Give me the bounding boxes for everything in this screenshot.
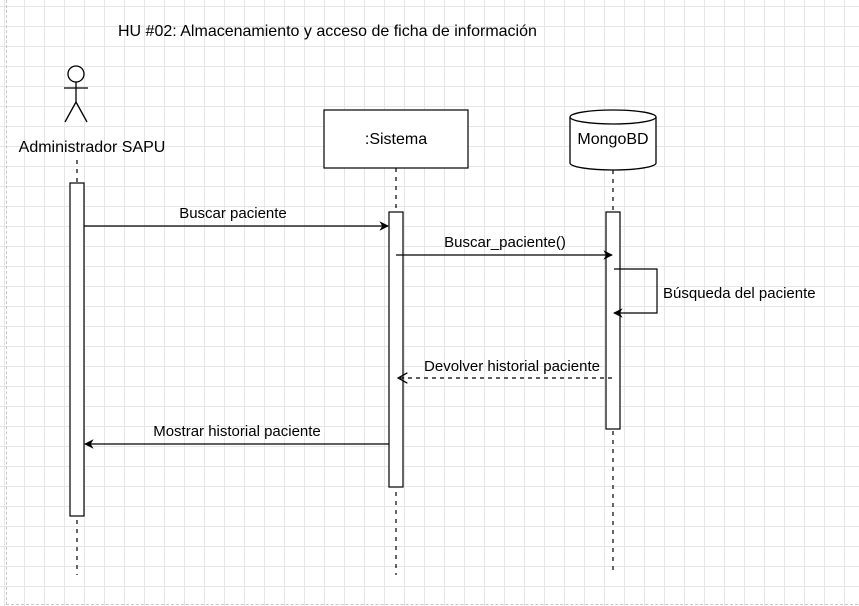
actor-label: Administrador SAPU xyxy=(19,139,166,156)
message-busqueda-self-call[interactable]: Búsqueda del paciente xyxy=(613,268,816,318)
actor-administrador[interactable]: Administrador SAPU xyxy=(19,65,166,156)
participant-sistema[interactable]: :Sistema xyxy=(323,109,469,169)
activation-administrador xyxy=(69,182,85,517)
participant-mongobd[interactable]: MongoBD xyxy=(569,109,657,171)
database-cylinder-icon xyxy=(569,109,657,171)
participant-box xyxy=(323,109,469,169)
message-label: Búsqueda del paciente xyxy=(663,285,816,302)
message-buscar-paciente[interactable]: Buscar paciente xyxy=(84,205,389,231)
message-label: Mostrar historial paciente xyxy=(153,423,321,440)
participant-label: MongoBD xyxy=(577,131,648,148)
actor-stick-figure-icon xyxy=(64,65,88,123)
message-label: Buscar_paciente() xyxy=(444,234,566,251)
activation-mongobd xyxy=(605,211,621,430)
participant-label: :Sistema xyxy=(365,131,427,148)
message-buscar-paciente-call[interactable]: Buscar_paciente() xyxy=(396,234,613,260)
message-mostrar-historial[interactable]: Mostrar historial paciente xyxy=(84,423,389,449)
activation-sistema xyxy=(388,211,404,488)
message-label: Buscar paciente xyxy=(179,205,287,222)
message-label: Devolver historial paciente xyxy=(424,358,600,375)
message-devolver-historial[interactable]: Devolver historial paciente xyxy=(398,358,612,378)
diagram-title: HU #02: Almacenamiento y acceso de ficha… xyxy=(118,23,537,40)
